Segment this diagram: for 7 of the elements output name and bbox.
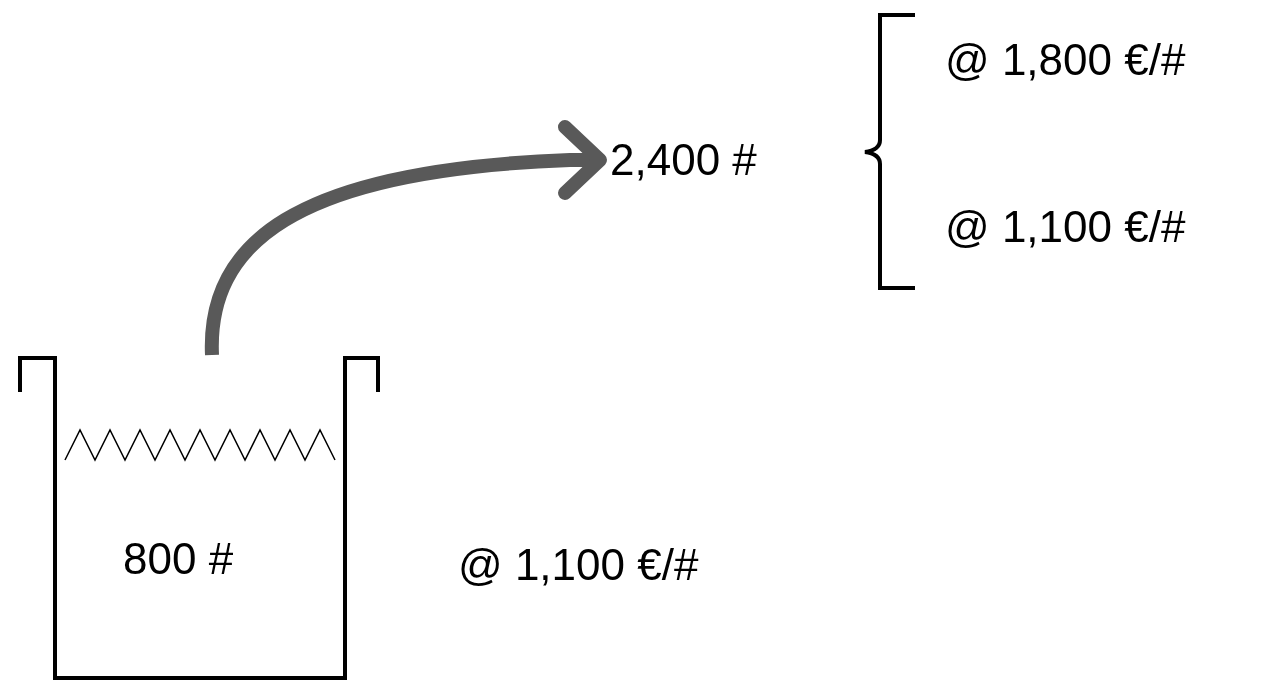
quantity-label: 800 # <box>123 537 234 581</box>
curved-arrow <box>205 120 607 356</box>
quantity-label: 2,400 # <box>608 134 759 186</box>
price-label: @ 1,100 €/# <box>945 205 1186 249</box>
tank-drawing <box>18 355 380 680</box>
price-label: @ 1,100 €/# <box>458 543 699 587</box>
price-label: @ 1,800 €/# <box>945 38 1186 82</box>
